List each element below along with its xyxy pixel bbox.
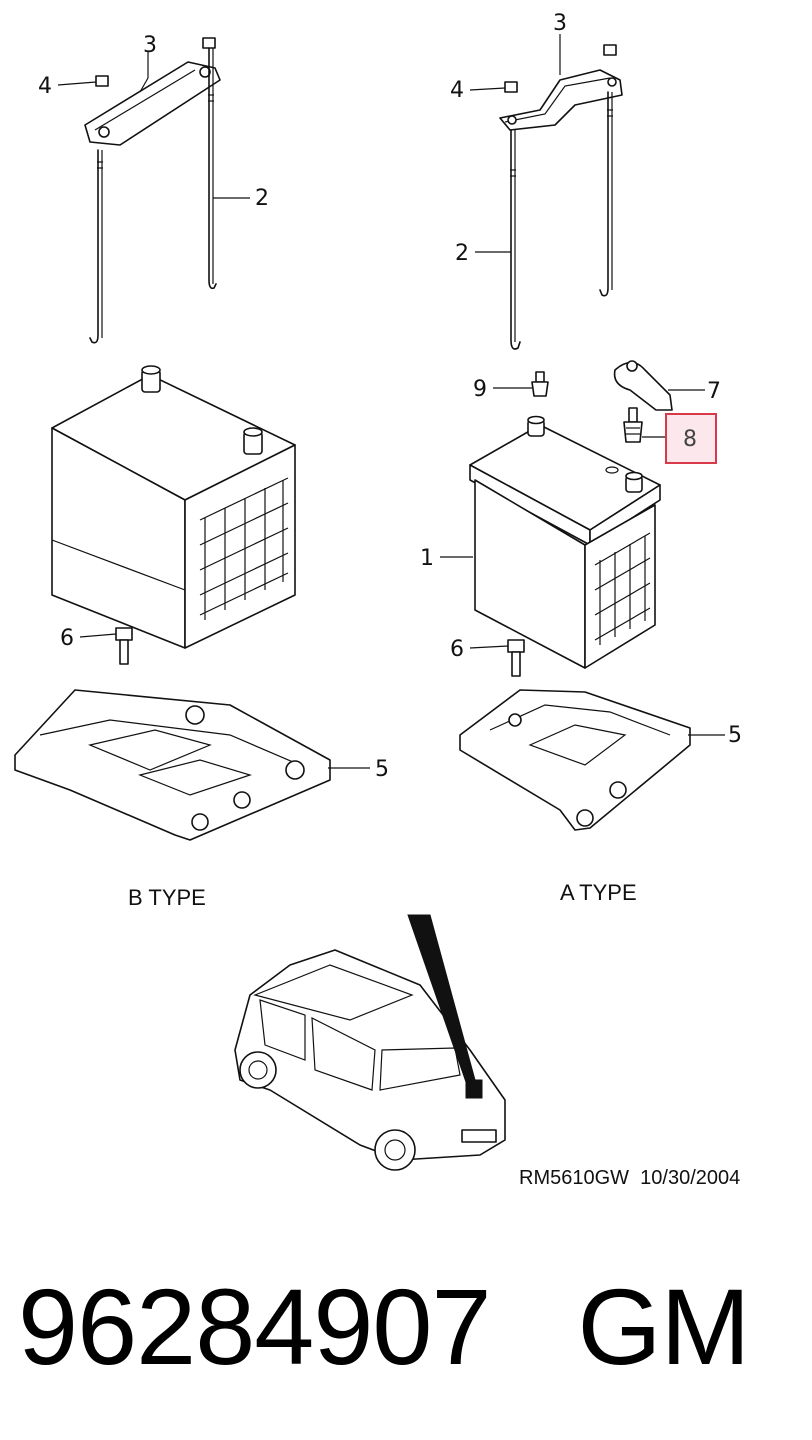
- caption-b-type: B TYPE: [128, 885, 206, 910]
- callout-a-6: 6: [450, 637, 464, 662]
- callout-a-7: 7: [707, 379, 721, 404]
- a-terminal-cover: [613, 360, 673, 411]
- b-battery: [51, 365, 296, 649]
- a-nut-right: [603, 44, 617, 56]
- callout-a-4: 4: [450, 78, 464, 103]
- a-bolt: [507, 639, 525, 677]
- a-terminal-clamp: [623, 407, 643, 443]
- callout-a-1: 1: [420, 546, 434, 571]
- callout-b-2: 2: [255, 186, 269, 211]
- a-battery-tray: [459, 689, 691, 831]
- callout-b-6: 6: [60, 626, 74, 651]
- b-nut-right: [202, 37, 216, 49]
- callout-a-8: 8: [683, 427, 697, 452]
- b-hold-down-clamp: [84, 61, 221, 146]
- battery-mounting-diagram: 3 4 2 6 5 3 4 2 9 7 8 1 6 5 B TYPE A TYP…: [14, 11, 742, 1189]
- brand-name: GM: [577, 1266, 751, 1387]
- b-rod-left: [89, 149, 103, 344]
- caption-a-type: A TYPE: [560, 880, 637, 905]
- callout-a-2: 2: [455, 241, 469, 266]
- callout-a-3: 3: [553, 11, 567, 36]
- b-rod-right: [208, 47, 217, 290]
- part-number: 96284907: [18, 1266, 492, 1387]
- a-hold-down-clamp: [499, 69, 623, 131]
- a-terminal-bolt: [531, 371, 549, 397]
- a-rod-left: [510, 129, 521, 350]
- callout-b-5: 5: [375, 757, 389, 782]
- callout-a-9: 9: [473, 377, 487, 402]
- highlight-box: [665, 413, 717, 464]
- a-nut-left: [504, 81, 518, 93]
- callout-b-3: 3: [143, 33, 157, 58]
- drawing-reference: RM5610GW 10/30/2004: [519, 1167, 740, 1189]
- callout-b-4: 4: [38, 74, 52, 99]
- b-battery-tray: [14, 689, 331, 841]
- car-location-view: [234, 949, 506, 1171]
- leader-lines: [57, 34, 725, 769]
- a-rod-right: [599, 91, 613, 297]
- part-number-line: 96284907 GM: [18, 1262, 794, 1392]
- b-nut-left: [95, 75, 109, 87]
- b-bolt: [115, 627, 133, 665]
- a-battery: [469, 415, 661, 669]
- callout-a-5: 5: [728, 723, 742, 748]
- location-pointer: [407, 914, 476, 1083]
